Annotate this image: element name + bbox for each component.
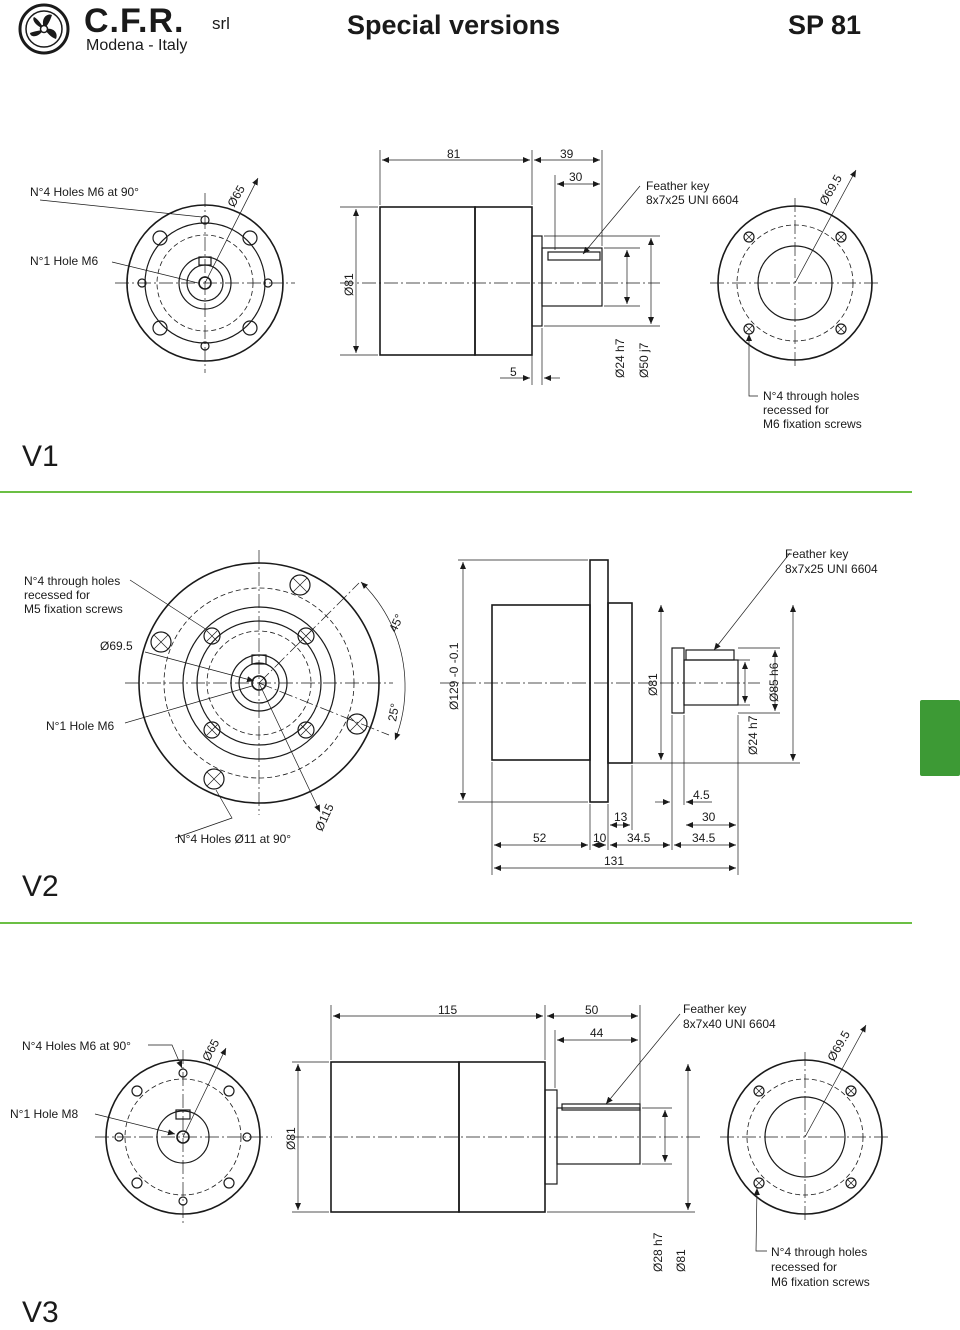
- v1-front-holes-label: N°4 Holes M6 at 90°: [30, 185, 139, 199]
- section-divider: [0, 491, 912, 493]
- v3-rear-holes-line3: M6 fixation screws: [771, 1275, 870, 1289]
- v2-pcd-outer: Ø115: [312, 801, 337, 833]
- v2-thru-holes-line2: recessed for: [24, 588, 90, 602]
- v1-rear-holes-line2: recessed for: [763, 403, 829, 417]
- v3-rear-view: [720, 1024, 890, 1252]
- v3-pcd-label: Ø65: [199, 1037, 222, 1064]
- v2-dim-10: 10: [593, 831, 607, 845]
- v1-len-collar: 5: [510, 365, 517, 379]
- section-label-v1: V1: [22, 440, 59, 473]
- v2-thru-holes-line3: M5 fixation screws: [24, 602, 123, 616]
- v3-len-shaft: 50: [585, 1003, 599, 1017]
- v3-len-key: 44: [590, 1026, 604, 1040]
- v3-key-line2: 8x7x40 UNI 6604: [683, 1017, 776, 1031]
- v1-front-hole-label: N°1 Hole M6: [30, 254, 98, 268]
- model-code: SP 81: [788, 10, 862, 40]
- v1-rear-view: [710, 169, 880, 397]
- brand-suffix: srl: [212, 14, 230, 33]
- v2-dim-30: 30: [702, 810, 716, 824]
- v3-rear-holes-line2: recessed for: [771, 1260, 837, 1274]
- company-logo: [18, 3, 70, 55]
- v1-key-line2: 8x7x25 UNI 6604: [646, 193, 739, 207]
- v3-front-holes-label: N°4 Holes M6 at 90°: [22, 1039, 131, 1053]
- v3-front-hole-label: N°1 Hole M8: [10, 1107, 78, 1121]
- v1-pcd-label: Ø65: [224, 183, 248, 210]
- v1-side-view: [340, 150, 660, 385]
- v1-dia-shaft: Ø24 h7: [613, 338, 627, 378]
- v1-front-view: [39, 177, 295, 373]
- section-label-v3: V3: [22, 1296, 59, 1329]
- v2-dim-34-5b: 34.5: [692, 831, 716, 845]
- v2-angle-45: 45°: [386, 612, 406, 635]
- v2-dim-13: 13: [614, 810, 628, 824]
- v3-side-view: [290, 1005, 700, 1213]
- v2-dim-52: 52: [533, 831, 547, 845]
- v3-front-view: [94, 1044, 272, 1225]
- v3-key-line1: Feather key: [683, 1002, 746, 1016]
- v2-dim-4-5: 4.5: [693, 788, 710, 802]
- brand-name: C.F.R.: [84, 2, 185, 40]
- v2-front-hole-label: N°1 Hole M6: [46, 719, 114, 733]
- v2-dia-body: Ø81: [646, 673, 660, 696]
- v3-len-body: 115: [438, 1003, 457, 1017]
- v2-key-line1: Feather key: [785, 547, 848, 561]
- v1-rear-holes-line3: M6 fixation screws: [763, 417, 862, 431]
- v3-dia-body-front: Ø81: [284, 1127, 298, 1150]
- v3-rear-pcd: Ø69.5: [824, 1028, 853, 1064]
- v2-dim-131: 131: [604, 854, 624, 868]
- v2-flange-holes-label: N°4 Holes Ø11 at 90°: [177, 832, 291, 846]
- brand-location: Modena - Italy: [86, 37, 188, 54]
- page-title: Special versions: [347, 10, 561, 40]
- v1-len-key: 30: [569, 170, 583, 184]
- v1-dia-pilot: Ø50 j7: [637, 342, 651, 378]
- side-tab-marker: [920, 700, 960, 776]
- v2-dia-pilot: Ø85 h6: [767, 662, 781, 702]
- v3-dia-body: Ø81: [674, 1249, 688, 1272]
- v2-dia-shaft: Ø24 h7: [746, 715, 760, 755]
- v2-dim-34-5a: 34.5: [627, 831, 651, 845]
- v1-len-shaft: 39: [560, 147, 574, 161]
- section-label-v2: V2: [22, 870, 59, 903]
- v2-dia-flange: Ø129 -0 -0.1: [447, 642, 461, 710]
- v1-rear-pcd: Ø69.5: [816, 172, 845, 208]
- section-divider: [0, 922, 912, 924]
- v2-key-line2: 8x7x25 UNI 6604: [785, 562, 878, 576]
- v2-pcd-inner: Ø69.5: [100, 639, 133, 653]
- v3-rear-holes-line1: N°4 through holes: [771, 1245, 867, 1259]
- v1-key-line1: Feather key: [646, 179, 709, 193]
- v1-dia-body: Ø81: [342, 273, 356, 296]
- v2-side-view: [440, 552, 800, 875]
- v1-rear-holes-line1: N°4 through holes: [763, 389, 859, 403]
- fan-logo-icon: [18, 3, 70, 55]
- v2-thru-holes-line1: N°4 through holes: [24, 574, 120, 588]
- v2-angle-25: 25°: [385, 702, 402, 723]
- v3-dia-shaft: Ø28 h7: [651, 1232, 665, 1272]
- v1-len-body: 81: [447, 147, 461, 161]
- v2-front-view: [124, 550, 406, 839]
